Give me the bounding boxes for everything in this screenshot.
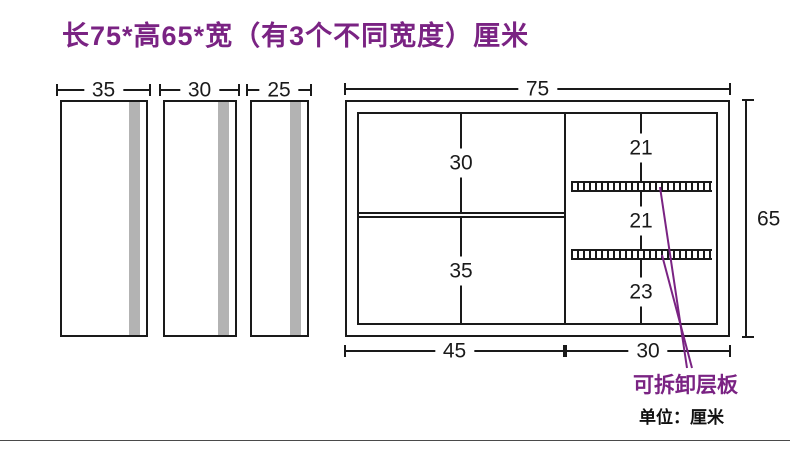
unit-note: 单位：厘米 [639, 408, 724, 427]
dim-label: 21 [626, 206, 656, 235]
dim-label: 35 [446, 256, 476, 285]
side-panel-3-strip [290, 102, 301, 335]
page-title: 长75*高65*宽（有3个不同宽度）厘米 [62, 21, 530, 51]
dim-line-left-upper: 30 [446, 114, 476, 212]
removable-shelf-note: 可拆卸层板 [633, 374, 738, 397]
dim-line-left-lower: 35 [446, 218, 476, 323]
dim-line-right-section-width: 30 [565, 340, 731, 362]
dim-label: 30 [179, 79, 220, 101]
dim-line-panel-3-width: 25 [246, 79, 312, 101]
side-panel-1 [60, 100, 148, 337]
side-panel-2-strip [218, 102, 229, 335]
dim-line-left-section-width: 45 [344, 340, 565, 362]
side-panel-2 [163, 100, 237, 337]
removable-shelf-bottom [571, 249, 712, 260]
dim-line-right-compartment-3: 23 [626, 260, 656, 323]
dim-label: 30 [446, 148, 476, 178]
left-section-shelf [359, 212, 564, 218]
dim-label: 35 [83, 79, 124, 101]
cabinet-inner-frame [357, 112, 718, 325]
side-panel-3 [250, 100, 309, 337]
dim-line-panel-2-width: 30 [159, 79, 240, 101]
dim-label: 65 [755, 206, 783, 231]
dim-line-right-compartment-2: 21 [626, 192, 656, 249]
dim-line-cabinet-height: 65 [742, 99, 783, 338]
dim-line-cabinet-width: 75 [344, 78, 731, 100]
dim-label: 30 [628, 340, 668, 362]
dim-label: 21 [626, 133, 656, 162]
leader-lines [659, 186, 693, 369]
side-panel-1-strip [129, 102, 140, 335]
dim-line-right-compartment-1: 21 [626, 114, 656, 181]
dim-label: 45 [434, 340, 475, 362]
bottom-divider-line [0, 440, 790, 441]
cabinet-outer-frame [345, 100, 730, 337]
cabinet-vertical-divider [564, 114, 566, 323]
removable-shelf-top [571, 181, 712, 192]
dim-label: 75 [517, 78, 558, 100]
leader-line-bottom-shelf [661, 254, 693, 369]
leader-line-top-shelf [659, 186, 688, 369]
dim-label: 25 [259, 79, 299, 101]
dim-line-panel-1-width: 35 [56, 79, 151, 101]
dim-label: 23 [626, 277, 656, 306]
